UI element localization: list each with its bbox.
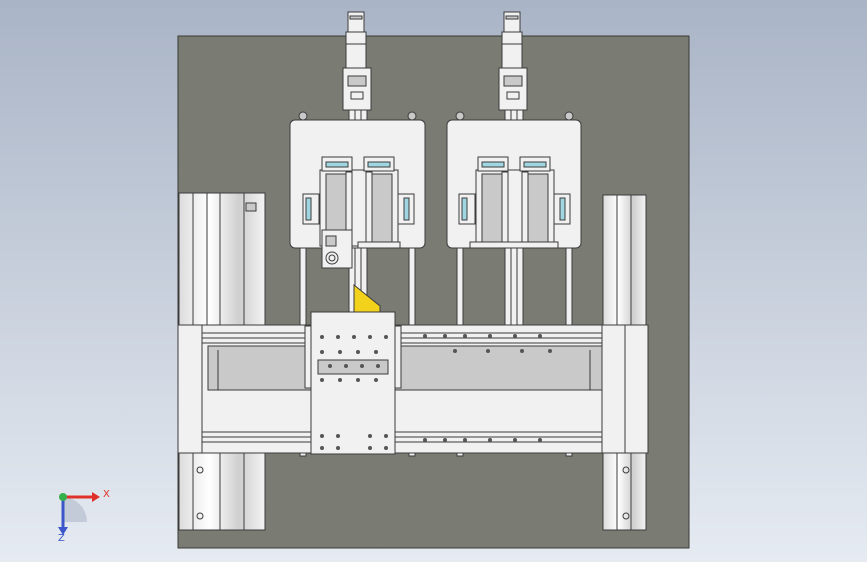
triad-x-label: X	[103, 489, 110, 500]
machine-assembly[interactable]	[177, 11, 690, 549]
left-vertical-module	[178, 192, 266, 531]
horizontal-gantry-beam	[177, 324, 649, 454]
orientation-triad[interactable]: X Z	[58, 489, 110, 544]
fastener-holes	[320, 334, 552, 450]
slider-carriage	[304, 311, 402, 455]
right-mounting-board	[446, 111, 582, 249]
left-mounting-board	[289, 111, 426, 269]
right-vertical-module	[602, 194, 647, 531]
triad-z-label: Z	[58, 533, 65, 544]
